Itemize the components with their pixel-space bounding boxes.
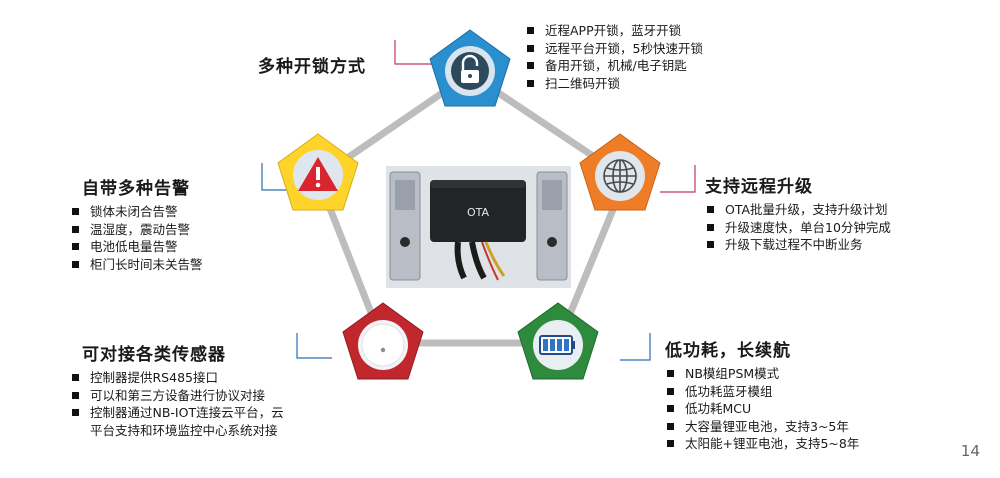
power-list: NB模组PSM模式 低功耗蓝牙模组 低功耗MCU 大容量锂亚电池，支持3~5年 … bbox=[665, 365, 925, 453]
node-unlock bbox=[429, 29, 511, 107]
page-number: 14 bbox=[960, 442, 980, 460]
leader-power bbox=[620, 333, 651, 361]
list-item: 备用开锁，机械/电子钥匙 bbox=[525, 57, 765, 75]
node-power bbox=[517, 302, 599, 380]
list-item: 柜门长时间未关告警 bbox=[70, 256, 270, 274]
leader-alarm bbox=[261, 163, 288, 191]
list-item: 扫二维码开锁 bbox=[525, 75, 765, 93]
list-item: 太阳能+锂亚电池，支持5~8年 bbox=[665, 435, 925, 453]
list-item: 升级速度快，单台10分钟完成 bbox=[705, 219, 955, 237]
sensor-title: 可对接各类传感器 bbox=[82, 345, 226, 365]
list-item: 大容量锂亚电池，支持3~5年 bbox=[665, 418, 925, 436]
list-item: 低功耗蓝牙模组 bbox=[665, 383, 925, 401]
list-item: 可以和第三方设备进行协议对接 bbox=[70, 387, 290, 405]
list-item: OTA批量升级，支持升级计划 bbox=[705, 201, 955, 219]
list-item: 升级下载过程不中断业务 bbox=[705, 236, 955, 254]
sensor-list: 控制器提供RS485接口 可以和第三方设备进行协议对接 控制器通过NB-IOT连… bbox=[70, 369, 290, 439]
power-title: 低功耗，长续航 bbox=[665, 341, 791, 361]
leader-unlock bbox=[394, 40, 435, 65]
upgrade-title: 支持远程升级 bbox=[705, 177, 813, 197]
alarm-list: 锁体未闭合告警 温湿度，震动告警 电池低电量告警 柜门长时间未关告警 bbox=[70, 203, 270, 273]
device-label: OTA bbox=[467, 206, 490, 219]
warning-icon bbox=[298, 157, 338, 191]
upgrade-list: OTA批量升级，支持升级计划 升级速度快，单台10分钟完成 升级下载过程不中断业… bbox=[705, 201, 955, 254]
list-item: 远程平台开锁，5秒快速开锁 bbox=[525, 40, 765, 58]
globe-icon bbox=[603, 159, 637, 193]
leader-sensor bbox=[296, 333, 332, 359]
list-item: 近程APP开锁，蓝牙开锁 bbox=[525, 22, 765, 40]
leader-lines bbox=[261, 40, 696, 361]
battery-icon bbox=[539, 335, 575, 355]
node-alarm bbox=[277, 133, 359, 211]
list-item: 控制器通过NB-IOT连接云平台，云平台支持和环境监控中心系统对接 bbox=[70, 404, 290, 439]
list-item: 低功耗MCU bbox=[665, 400, 925, 418]
padlock-icon bbox=[461, 54, 479, 83]
list-item: NB模组PSM模式 bbox=[665, 365, 925, 383]
leader-upgrade bbox=[660, 165, 696, 193]
list-item: 锁体未闭合告警 bbox=[70, 203, 270, 221]
unlock-title: 多种开锁方式 bbox=[258, 57, 366, 77]
alarm-title: 自带多种告警 bbox=[82, 179, 190, 199]
device-photo: OTA bbox=[386, 166, 571, 288]
node-sensor bbox=[342, 302, 424, 380]
list-item: 控制器提供RS485接口 bbox=[70, 369, 290, 387]
list-item: 电池低电量告警 bbox=[70, 238, 270, 256]
node-upgrade bbox=[579, 133, 661, 211]
list-item: 温湿度，震动告警 bbox=[70, 221, 270, 239]
sensor-icon bbox=[361, 323, 405, 367]
unlock-list: 近程APP开锁，蓝牙开锁 远程平台开锁，5秒快速开锁 备用开锁，机械/电子钥匙 … bbox=[525, 22, 765, 92]
